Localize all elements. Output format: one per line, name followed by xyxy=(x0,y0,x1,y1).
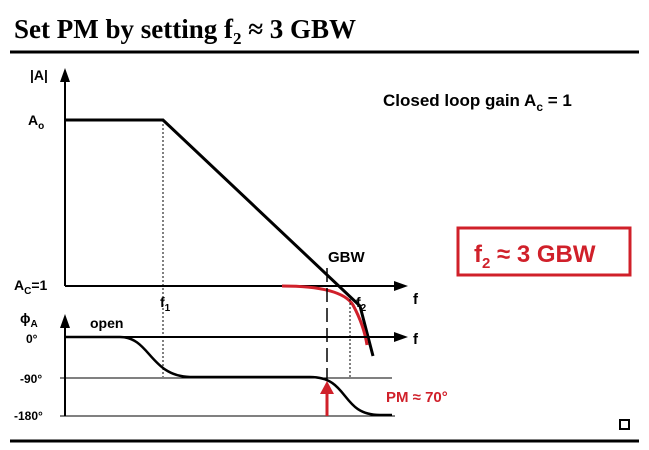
magnitude-plot: |A| Ao AC=1 f f1 f2 GBW xyxy=(14,67,419,380)
phase-y-arrowhead xyxy=(60,314,70,328)
gbw-label: GBW xyxy=(328,249,366,266)
f-axis-label-magnitude: f xyxy=(413,291,419,308)
closed-loop-gain-annotation: Closed loop gain Ac = 1 xyxy=(383,91,572,114)
f-axis-label-phase: f xyxy=(413,331,419,348)
phase-plot: ϕA open f 0° -90° -180° PM ≈ 70° xyxy=(14,310,448,423)
ac-label: AC=1 xyxy=(14,277,48,297)
pm-label: PM ≈ 70° xyxy=(386,389,448,406)
end-of-slide-marker xyxy=(619,419,630,430)
magnitude-y-arrowhead xyxy=(60,68,70,82)
tick-minus180: -180° xyxy=(14,409,43,423)
tick-0: 0° xyxy=(26,332,38,346)
pm-arrowhead xyxy=(320,381,334,394)
open-loop-phase-curve xyxy=(66,335,392,417)
f1-label: f1 xyxy=(160,294,171,314)
f2-label: f2 xyxy=(356,294,367,314)
phase-axis-label: ϕA xyxy=(20,310,38,330)
open-loop-gain-curve xyxy=(66,118,375,357)
tick-minus90: -90° xyxy=(20,372,42,386)
open-label: open xyxy=(90,315,123,331)
closed-loop-gain-curve xyxy=(281,284,369,346)
f2-highlight-text: f2 ≈ 3 GBW xyxy=(474,241,596,272)
slide-title: Set PM by setting f2 ≈ 3 GBW xyxy=(14,14,356,48)
phase-x-arrowhead xyxy=(394,332,408,342)
magnitude-x-arrowhead xyxy=(394,281,408,291)
magnitude-axis-label: |A| xyxy=(30,67,48,83)
f2-highlight-box xyxy=(456,226,632,277)
ao-label: Ao xyxy=(28,112,44,132)
